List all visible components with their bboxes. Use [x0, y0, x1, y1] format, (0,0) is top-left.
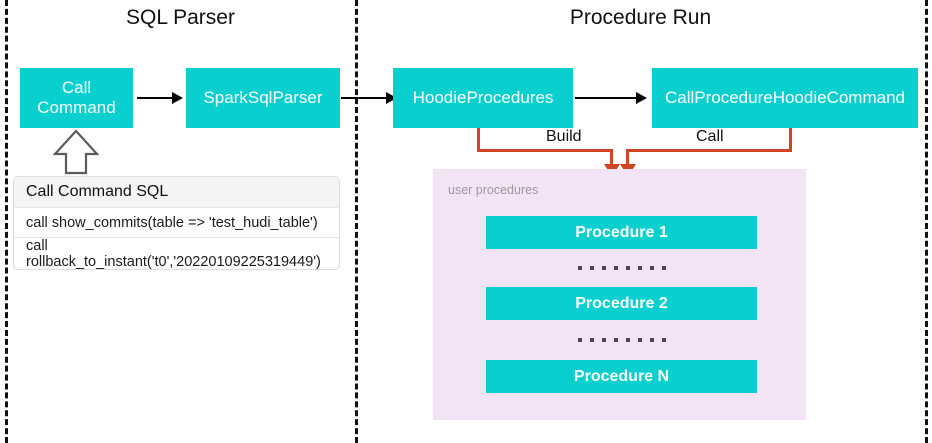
node-spark-sql-parser[interactable]: SparkSqlParser — [186, 68, 340, 128]
call-connector-segment-vertical-start — [789, 128, 792, 152]
arrowhead-procedures-to-command — [636, 92, 647, 104]
node-call-command-line2: Command — [37, 98, 116, 117]
node-hoodie-procedures[interactable]: HoodieProcedures — [393, 68, 573, 128]
arrow-call-command-to-parser — [137, 97, 173, 99]
procedure-box-2-label: Procedure 2 — [575, 294, 668, 312]
procedure-box-n-label: Procedure N — [573, 367, 670, 385]
edge-label-call: Call — [696, 128, 724, 145]
procedure-box-1-label: Procedure 1 — [575, 223, 668, 241]
procedure-box-2[interactable]: Procedure 2 — [486, 287, 757, 320]
up-arrow-icon — [52, 129, 100, 175]
node-hoodie-procedures-label: HoodieProcedures — [412, 88, 554, 108]
sql-table-header: Call Command SQL — [14, 177, 339, 208]
arrow-procedures-to-command — [575, 97, 637, 99]
divider-middle — [355, 0, 358, 443]
procedure-box-n[interactable]: Procedure N — [486, 360, 757, 393]
node-call-procedure-hoodie-command[interactable]: CallProcedureHoodieCommand — [652, 68, 918, 128]
arrow-parser-to-procedures — [341, 97, 389, 99]
edge-label-build: Build — [546, 128, 582, 145]
node-call-command[interactable]: Call Command — [20, 68, 133, 128]
node-call-procedure-hoodie-command-label: CallProcedureHoodieCommand — [664, 88, 905, 108]
build-connector-segment-horizontal — [477, 149, 613, 152]
build-connector-segment-vertical-start — [477, 128, 480, 152]
call-connector-segment-vertical-end — [626, 149, 629, 166]
call-connector-segment-horizontal — [626, 149, 792, 152]
section-title-procedure-run: Procedure Run — [569, 6, 712, 29]
node-spark-sql-parser-label: SparkSqlParser — [203, 88, 323, 108]
divider-left — [5, 0, 8, 443]
ellipsis-separator-2 — [578, 338, 666, 342]
arrowhead-call-command-to-parser — [172, 92, 183, 104]
build-connector-segment-vertical-end — [610, 149, 613, 166]
ellipsis-separator-1 — [578, 266, 666, 270]
section-title-sql-parser: SQL Parser — [126, 6, 235, 29]
procedure-box-1[interactable]: Procedure 1 — [486, 216, 757, 249]
call-command-sql-table: Call Command SQL call show_commits(table… — [13, 176, 340, 270]
user-procedures-panel-label: user procedures — [448, 183, 539, 197]
divider-right — [925, 0, 928, 443]
sql-table-row: call rollback_to_instant('t0','202201092… — [14, 238, 339, 269]
arrowhead-parser-to-procedures — [386, 92, 397, 104]
node-call-command-line1: Call — [61, 78, 92, 98]
sql-table-row: call show_commits(table => 'test_hudi_ta… — [14, 208, 339, 238]
